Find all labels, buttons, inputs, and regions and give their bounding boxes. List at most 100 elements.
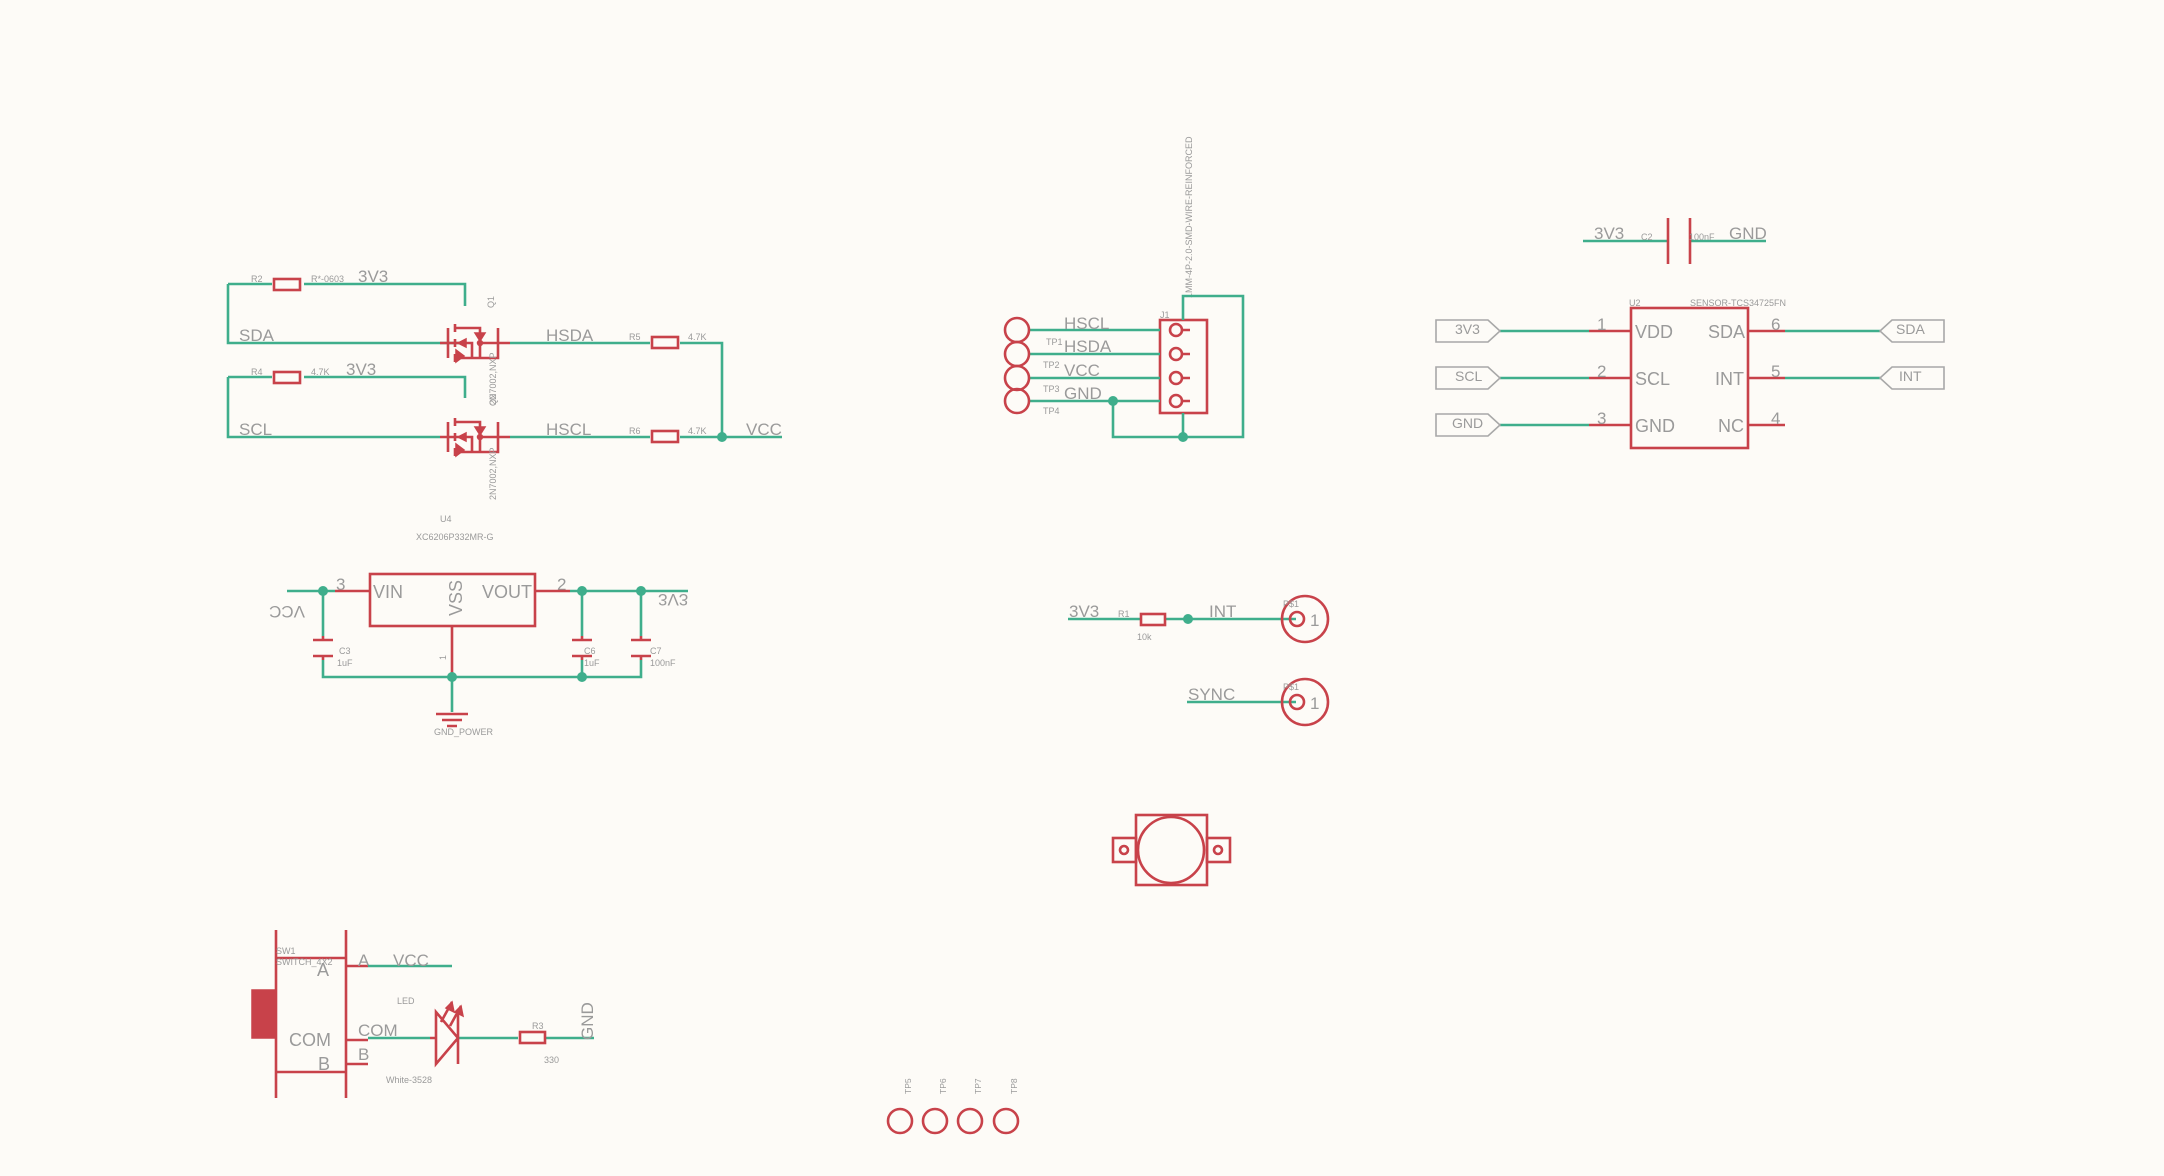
j1-net-hsda: HSDA [1064, 337, 1112, 356]
port-int [1878, 366, 1945, 390]
pin-vout: VOUT [482, 582, 532, 602]
sync-pad-block: SYNC P$1 1 [1187, 677, 1330, 727]
switch-block: SW1 SWITCH_4X2 A COM B A COM B VCC LED W… [251, 930, 597, 1098]
resistor-r1 [1139, 612, 1167, 627]
c3-ref: C3 [339, 646, 351, 656]
r6-value: 4.7K [688, 426, 707, 436]
q1-value: 2N7002,NXP [488, 352, 498, 405]
pin-vdd: VDD [1635, 322, 1673, 342]
gnd-power-label: GND_POWER [434, 727, 494, 737]
port-scl [1435, 366, 1502, 390]
c7-value: 100nF [650, 658, 676, 668]
pad-int-ref: P$1 [1283, 599, 1299, 609]
mosfet-q2 [440, 418, 510, 458]
pin-number-1: 1 [1597, 315, 1606, 334]
c2-net-3v3: 3V3 [1594, 224, 1624, 243]
level-shifter-block: R2 R*-0603 3V3 SDA Q1 2N7002,NXP R4 4.7K… [226, 267, 782, 500]
resistor-r5 [650, 335, 680, 350]
decoupling-block: 3V3 C2 100nF GND [1583, 218, 1767, 264]
net-j1-wires [1028, 294, 1245, 439]
pin3-number: 3 [336, 575, 345, 594]
pin-nc: NC [1718, 416, 1744, 436]
resistor-r6 [650, 429, 680, 444]
c7-ref: C7 [650, 646, 662, 656]
net-label-scl: SCL [239, 420, 272, 439]
mosfet-q1 [440, 324, 510, 364]
port-3v3-label: 3V3 [1455, 321, 1480, 337]
net-label-hsda: HSDA [546, 326, 594, 345]
net-3v3-scl-pullup [226, 375, 467, 439]
sw1-pin-b: B [358, 1045, 369, 1064]
net-hsda [510, 341, 724, 437]
pin-int: INT [1715, 369, 1744, 389]
tp5-label: TP5 [903, 1078, 913, 1094]
gnd-power-symbol [436, 712, 468, 728]
pin-number-6: 6 [1771, 315, 1780, 334]
pin1-number: 1 [438, 655, 448, 660]
net-label-3v3-top: 3V3 [358, 267, 388, 286]
c2-value: 100nF [1689, 232, 1715, 242]
pin2-number: 2 [557, 575, 566, 594]
j1-value: 1MM-4P-2.0-SMD-WIRE-REINFORCED [1184, 136, 1194, 298]
tp1-label: TP1 [1046, 337, 1063, 347]
connector-block: 1MM-4P-2.0-SMD-WIRE-REINFORCED J1 TP1 TP… [1003, 136, 1245, 442]
r1-ref: R1 [1118, 609, 1130, 619]
j1-net-vcc: VCC [1064, 361, 1100, 380]
regulator-leads [335, 589, 570, 676]
switch-actuator [251, 989, 276, 1039]
connector-j1 [1158, 318, 1209, 415]
junction-vcc [717, 432, 727, 442]
pad-sync [1280, 677, 1330, 727]
port-gnd-label: GND [1452, 415, 1483, 431]
led-label: LED [397, 996, 415, 1006]
sw1-pin-com-outer: COM [289, 1030, 331, 1050]
pad-sync-ref: P$1 [1283, 682, 1299, 692]
pin-gnd: GND [1635, 416, 1675, 436]
resistor-r2 [272, 277, 302, 292]
net-label-vcc-in: VCC [269, 602, 305, 621]
sw1-ref: SW1 [276, 946, 296, 956]
pin-sda: SDA [1708, 322, 1745, 342]
resistor-r3 [518, 1030, 547, 1045]
pin-number-4: 4 [1771, 409, 1780, 428]
testpoint-tp2 [1003, 340, 1031, 368]
button-footprint [1111, 813, 1232, 887]
tp7-label: TP7 [973, 1078, 983, 1094]
pad-sync-pin: 1 [1310, 694, 1319, 713]
testpoint-tp6 [921, 1107, 949, 1135]
testpoint-tp1 [1003, 316, 1031, 344]
sw1-value: SWITCH_4X2 [276, 957, 333, 967]
int-net-3v3: 3V3 [1069, 602, 1099, 621]
u2-value: SENSOR-TCS34725FN [1690, 298, 1786, 308]
sync-net-label: SYNC [1188, 685, 1235, 704]
r2-value: R*-0603 [311, 274, 344, 284]
sw1-pin-a: A [358, 951, 370, 970]
tp4-label: TP4 [1043, 406, 1060, 416]
q2-ref: Q2 [488, 394, 498, 406]
net-label-sda: SDA [239, 326, 275, 345]
r3-value: 330 [544, 1055, 559, 1065]
pin-vss: VSS [446, 580, 466, 616]
net-label-vcc: VCC [746, 420, 782, 439]
switch-sw1 [274, 930, 368, 1098]
pad-int [1280, 594, 1330, 644]
testpoint-tp5 [886, 1107, 914, 1135]
port-gnd [1435, 413, 1502, 437]
sw-net-vcc: VCC [393, 951, 429, 970]
testpoint-tp7 [956, 1107, 984, 1135]
net-3v3-sda-pullup [226, 282, 467, 345]
r6-ref: R6 [629, 426, 641, 436]
testpoint-tp8 [992, 1107, 1020, 1135]
pin-scl: SCL [1635, 369, 1670, 389]
r2-ref: R2 [251, 274, 263, 284]
port-sda [1878, 319, 1945, 343]
tp8-label: TP8 [1009, 1078, 1019, 1094]
net-sensor-ports [1500, 329, 1880, 427]
j1-net-gnd: GND [1064, 384, 1102, 403]
r3-ref: R3 [532, 1021, 544, 1031]
r4-ref: R4 [251, 367, 263, 377]
int-net-int: INT [1209, 602, 1236, 621]
port-int-label: INT [1899, 368, 1922, 384]
c2-ref: C2 [1641, 232, 1653, 242]
